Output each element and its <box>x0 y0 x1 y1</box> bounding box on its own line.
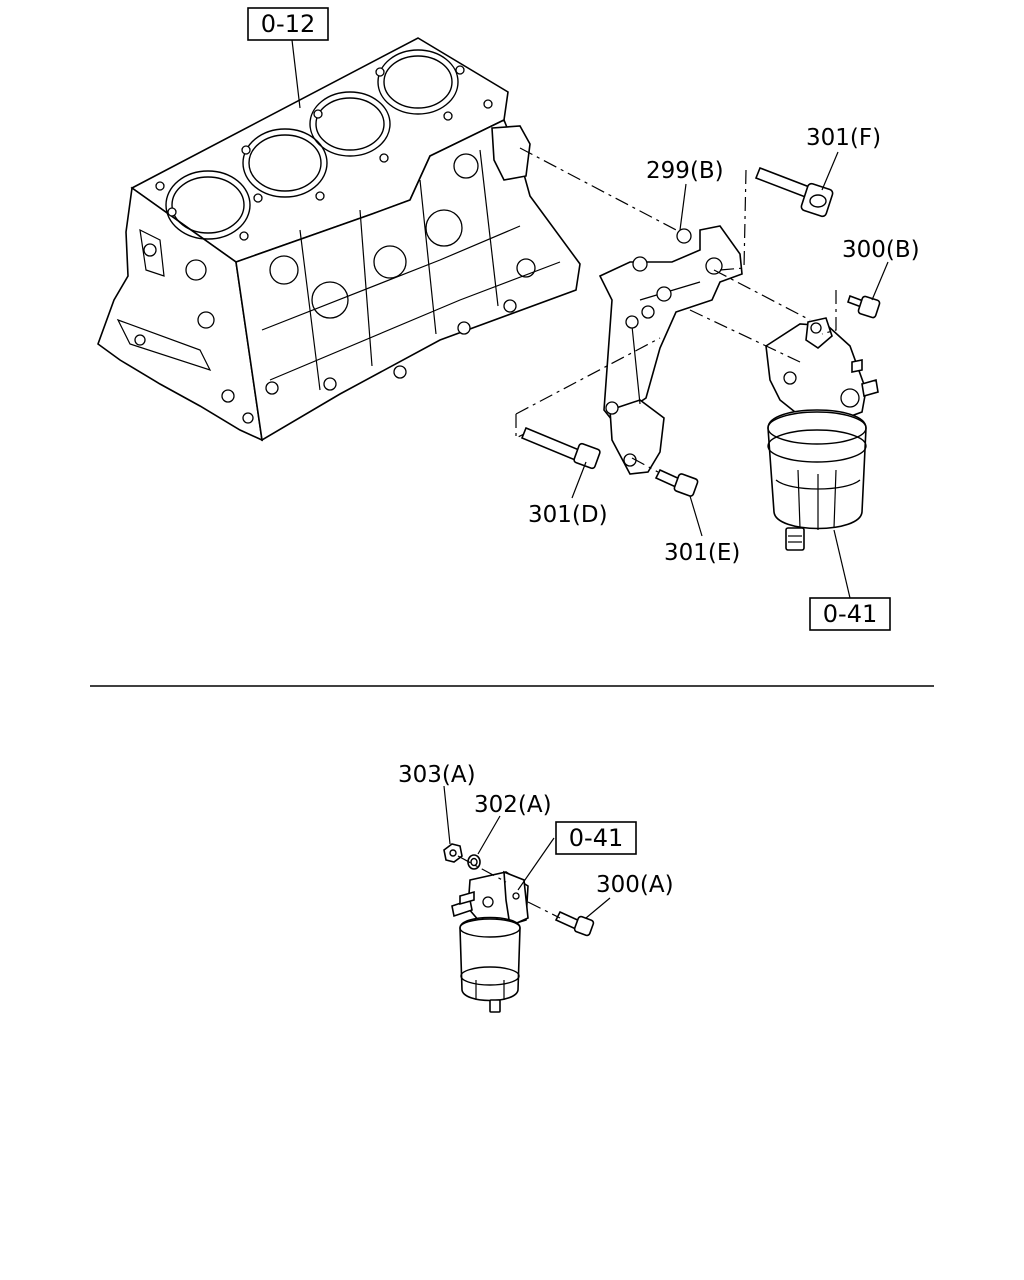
bottom-view: 0-41 303(A) 302(A) 300(A) <box>398 762 674 1013</box>
fuel-filter-drawing <box>765 317 879 551</box>
callout-302a[interactable]: 302(A) <box>474 792 552 818</box>
ref-box-0-12-text: 0-12 <box>261 10 315 38</box>
callout-301f[interactable]: 301(F) <box>806 125 881 151</box>
phantom-line-300b <box>821 290 837 335</box>
callout-303a[interactable]: 303(A) <box>398 762 476 788</box>
phantom-line-301e <box>631 457 659 473</box>
leader-299b <box>679 183 687 231</box>
ref-box-0-41-top[interactable]: 0-41 <box>809 597 891 631</box>
top-view: 0-12 0-41 299(B) 301(F) 300(B) 301(D) 30… <box>97 7 920 631</box>
callout-300b[interactable]: 300(B) <box>842 237 920 263</box>
bolt-301e-drawing <box>654 468 699 497</box>
nut-303a-drawing <box>443 843 463 863</box>
phantom-line-301f <box>719 169 747 271</box>
fuel-filter-small-drawing <box>451 870 529 1013</box>
leader-300a <box>585 897 611 919</box>
bolt-300a-drawing <box>554 910 595 937</box>
phantom-line-block-to-bracket <box>519 147 681 233</box>
leader-0-12 <box>291 39 301 109</box>
phantom-line-bottom-nut <box>457 855 507 883</box>
leader-302a <box>477 815 501 855</box>
phantom-line-301d <box>515 337 661 439</box>
bolt-301f-drawing <box>754 166 834 218</box>
phantom-line-bracket-to-filter <box>713 269 811 321</box>
filter-bracket-drawing <box>598 225 743 475</box>
callout-301d[interactable]: 301(D) <box>528 502 608 528</box>
leader-301d <box>571 461 587 499</box>
leader-301f <box>821 151 839 191</box>
leader-301e <box>689 495 703 537</box>
leader-0-41-top <box>833 529 851 599</box>
cylinder-block-drawing <box>97 37 581 442</box>
bolt-300b-drawing <box>846 294 881 319</box>
leader-300b <box>871 261 889 301</box>
leader-0-41-bottom <box>517 837 555 891</box>
leader-303a <box>443 785 451 845</box>
ref-box-0-41-top-text: 0-41 <box>823 600 877 628</box>
ref-box-0-41-bottom-text: 0-41 <box>569 824 623 852</box>
ref-box-0-41-bottom[interactable]: 0-41 <box>555 821 637 855</box>
phantom-line-filter <box>689 309 801 363</box>
callout-299b[interactable]: 299(B) <box>646 158 724 184</box>
callout-300a[interactable]: 300(A) <box>596 872 674 898</box>
callout-301e[interactable]: 301(E) <box>664 540 740 566</box>
phantom-line-bottom-bolt <box>527 901 561 919</box>
bolt-301d-drawing <box>520 426 601 470</box>
ref-box-0-12[interactable]: 0-12 <box>247 7 329 41</box>
